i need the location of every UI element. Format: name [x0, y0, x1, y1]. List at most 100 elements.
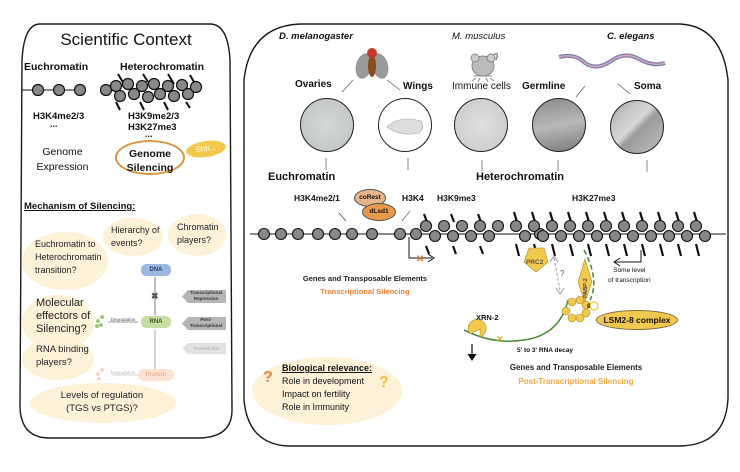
heterochromatin-cluster-icon	[99, 73, 203, 111]
heterochromatin-mark-2: H3K27me3	[128, 122, 177, 133]
question-transition-line: transition?	[35, 265, 77, 275]
question-rna-binding-line: RNA binding	[36, 344, 89, 355]
nucleosome	[527, 219, 541, 233]
nascent-rna-dashed	[583, 249, 595, 301]
euchromatin-ellipsis: ...	[50, 119, 58, 129]
block-x-icon: ✖	[151, 291, 159, 301]
nucleosome	[482, 229, 496, 243]
organism-mouse: M. musculus	[452, 31, 506, 42]
nucleosome	[635, 219, 649, 233]
wing-icon	[386, 118, 423, 135]
tag-line: Transcriptional	[189, 290, 223, 295]
soma-micrograph	[610, 100, 664, 154]
tag-transcriptional-shape	[182, 290, 226, 303]
chromatin-fiber: ✕ ✕ ? PRC2 PABP-2 8	[250, 210, 726, 361]
question-hierarchy-line: events?	[111, 238, 143, 248]
heterochromatin-ellipsis: ...	[145, 129, 153, 139]
tag-line: Post-	[200, 317, 212, 322]
nucleosome	[491, 219, 505, 233]
nucleosome	[257, 227, 271, 241]
nucleosome	[446, 229, 460, 243]
rna-decay-label: 5' to 3' RNA decay	[517, 347, 573, 354]
question-transition-line: Heterochromatin	[35, 252, 102, 262]
tag-line: Transcriptional	[189, 323, 223, 328]
tag-transcriptional-repression: Transcriptional Repression	[184, 290, 228, 302]
methyl-mark	[451, 245, 458, 255]
nucleosome	[311, 227, 325, 241]
question-hierarchy: Hierarchy of events?	[111, 224, 160, 250]
genome-silencing-badge: Genome Silencing	[115, 140, 185, 175]
prc2-label: PRC2	[526, 259, 544, 266]
tgs-subtitle: Transcriptional Silencing	[320, 287, 410, 296]
nucleosome	[536, 229, 550, 243]
nucleosome	[608, 229, 622, 243]
nucleosome	[680, 229, 694, 243]
methyl-mark	[604, 243, 611, 257]
xrn2-icon	[467, 319, 487, 338]
bubble-levels	[30, 383, 176, 423]
some-level-line-1: Some level	[613, 267, 646, 274]
ovaries-micrograph	[300, 98, 354, 152]
prc2-shape	[523, 247, 549, 273]
tissue-soma: Soma	[634, 81, 662, 92]
genome-expression-line-2: Expression	[36, 161, 89, 173]
question-levels-line: Levels of regulation	[60, 390, 144, 401]
h3k4me-pointer	[338, 212, 347, 222]
protein-box: Protein	[138, 369, 174, 381]
h3k4-pointer	[401, 210, 411, 222]
bubble-rna-binding	[22, 338, 94, 380]
tag-line: Repression	[193, 296, 219, 301]
tissue-germline: Germline	[522, 81, 566, 92]
question-chromatin-players-line: Chromatin	[177, 222, 219, 232]
nucleosome	[563, 219, 577, 233]
methyl-mark	[568, 243, 575, 257]
nucleosome	[689, 219, 703, 233]
euchromatin-label: Euchromatin	[24, 61, 89, 73]
genome-silencing-line-2: Silencing	[126, 162, 174, 174]
nucleosome	[291, 227, 305, 241]
nucleosome	[428, 229, 442, 243]
nucleosome	[455, 219, 469, 233]
nucleosome	[409, 227, 423, 241]
methyl-mark	[694, 243, 701, 257]
nucleosome	[554, 229, 568, 243]
question-icon-left: ?	[263, 369, 273, 386]
lsm2-8-complex: LSM2-8 complex	[596, 310, 678, 330]
question-chromatin-players: Chromatin players?	[177, 221, 219, 247]
nucleosome	[274, 227, 288, 241]
mark-h3k4me21: H3K4me2/1	[294, 193, 340, 203]
mechanism-heading: Mechanism of Silencing:	[24, 201, 136, 212]
methyl-mark	[478, 245, 485, 255]
genome-expression-line-1: Genome	[42, 146, 83, 158]
nucleosome	[393, 227, 407, 241]
nucleosome	[419, 219, 433, 233]
protein-degradation-label: Degradation	[110, 370, 136, 375]
immune-cells-micrograph	[454, 98, 508, 152]
methyl-mark	[550, 243, 557, 257]
heterochromatin-mark-1: H3K9me2/3	[128, 111, 180, 122]
question-molecular-effectors-line: Silencing?	[36, 323, 87, 335]
methyl-mark	[449, 213, 456, 223]
heterochromatin-heading: Heterochromatin	[476, 171, 565, 183]
tissue-ovaries: Ovaries	[295, 79, 332, 90]
nucleosome	[590, 229, 604, 243]
rna-strand	[463, 299, 569, 343]
tag-translational-shape	[182, 343, 226, 354]
nucleosome	[626, 229, 640, 243]
nucleosome	[644, 229, 658, 243]
question-molecular-effectors-line: effectors of	[36, 310, 91, 322]
mark-h3k9me3: H3K9me3	[437, 193, 476, 203]
nucleosome	[671, 219, 685, 233]
question-icon-right: ?	[379, 374, 389, 391]
methyl-mark	[514, 243, 521, 257]
nucleosome	[464, 229, 478, 243]
nucleosome	[473, 219, 487, 233]
methyl-mark	[676, 243, 683, 257]
rna-box: RNA	[141, 316, 171, 328]
dna-box: DNA	[141, 264, 171, 276]
rna-degradation-label: Degradation	[110, 317, 136, 322]
heterochromatin-label: Heterochromatin	[120, 61, 205, 73]
decay-block-x-icon: ✕	[496, 334, 504, 344]
nucleosome	[662, 229, 676, 243]
relevance-item: Impact on fertility	[282, 389, 351, 399]
